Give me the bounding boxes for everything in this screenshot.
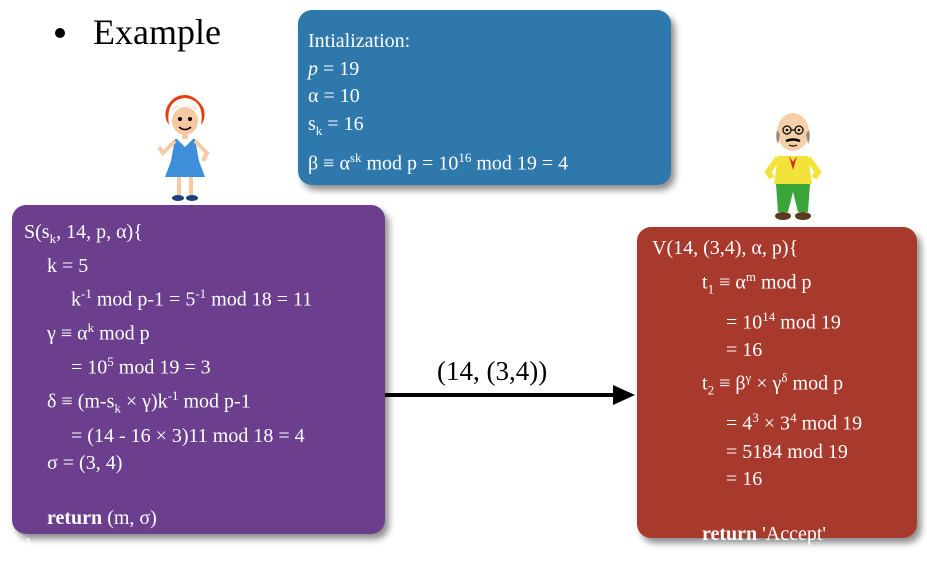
verify-blank-line: [652, 494, 917, 522]
message-arrow: [385, 385, 635, 405]
sign-line-5: δ ≡ (m-sk × γ)k-1 mod p-1: [47, 388, 251, 417]
slide-title: Example: [93, 12, 221, 52]
init-line-2: α = 10: [308, 85, 360, 107]
sign-return-line: return (m, σ): [24, 505, 385, 533]
verify-line-7: = 16: [726, 468, 763, 491]
sign-line-1: k = 5: [47, 254, 89, 277]
sign-line-3: γ ≡ αk mod p: [47, 320, 150, 345]
sign-line-4: = 105 mod 19 = 3: [71, 354, 211, 379]
init-line-1: p = 19: [308, 57, 360, 80]
verify-line-1: t1 ≡ αm mod p: [702, 268, 812, 297]
bullet-dot: [55, 27, 65, 38]
verify-return-value: 'Accept': [762, 523, 827, 546]
sign-line-6: = (14 - 16 × 3)11 mod 18 = 4: [71, 424, 305, 447]
verify-line-5: = 43 × 34 mod 19: [726, 410, 863, 436]
sign-line-7: σ = (3, 4): [47, 452, 123, 475]
verification-box: V(14, (3,4), α, p){ t1 ≡ αm mod p = 1014…: [637, 227, 917, 573]
verify-line-3: = 16: [726, 338, 763, 361]
init-line-4: β ≡ αsk mod p = 1016 mod 19 = 4: [308, 150, 569, 175]
verify-return-keyword: return: [702, 523, 758, 546]
init-line-3: sk = 16: [308, 112, 364, 138]
signing-box: S(sk, 14, p, α){ k = 5 k-1 mod p-1 = 5-1…: [12, 205, 385, 557]
verify-line-2: = 1014 mod 19: [726, 308, 841, 334]
verify-line-6: = 5184 mod 19: [726, 440, 848, 463]
verify-line-4: t2 ≡ βγ × γδ mod p: [702, 370, 844, 398]
verify-return-line: return 'Accept': [652, 521, 917, 549]
sign-blank-line: [24, 478, 385, 506]
message-label: (14, (3,4)): [437, 356, 548, 386]
slide-bullet: Example: [55, 10, 221, 54]
verify-line-0: V(14, (3,4), α, p){: [652, 237, 799, 259]
sign-line-2: k-1 mod p-1 = 5-1 mod 18 = 11: [71, 286, 313, 311]
verifier-figure: [764, 113, 822, 220]
sign-return-keyword: return: [47, 507, 103, 530]
init-line-0: Intialization:: [308, 30, 411, 52]
initialization-box: Intialization: p = 19 α = 10 sk = 16 β ≡…: [298, 10, 671, 185]
sign-close-brace: }: [24, 534, 34, 557]
verify-close-brace: }: [652, 550, 662, 573]
signer-figure: [157, 95, 210, 201]
sign-return-value: (m, σ): [107, 507, 157, 530]
sign-line-0: S(sk, 14, p, α){: [24, 221, 143, 246]
